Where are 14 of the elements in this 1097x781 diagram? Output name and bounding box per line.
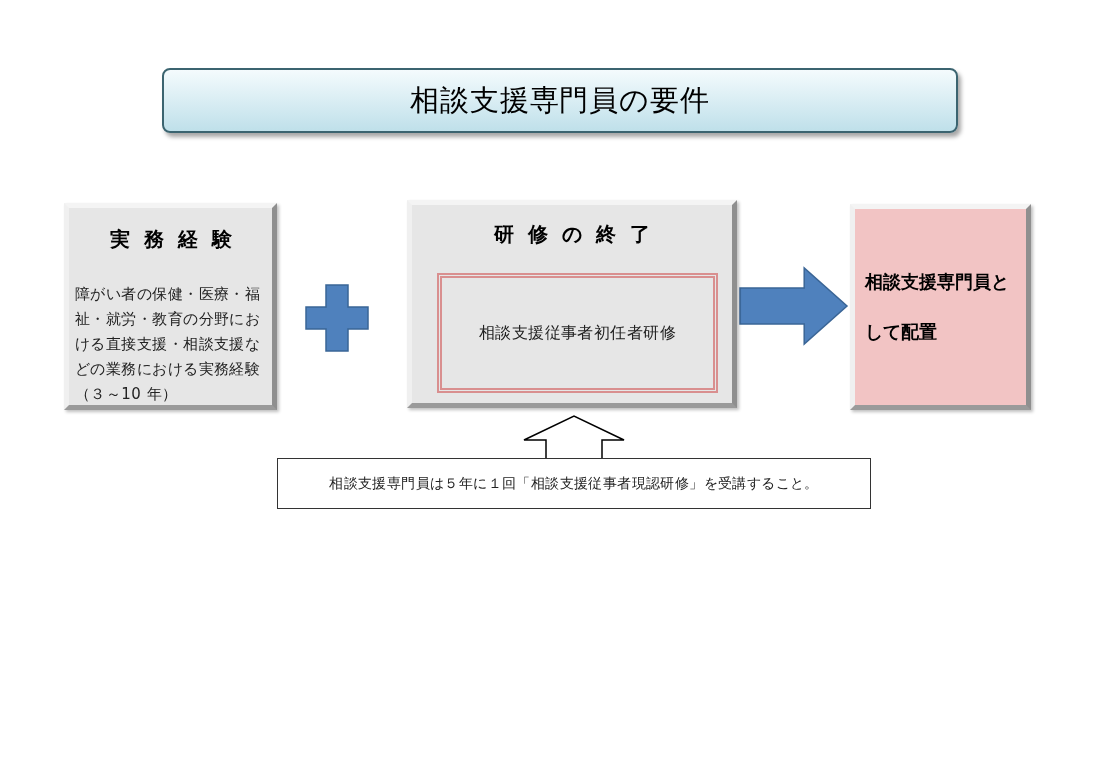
block-arrow [739, 266, 849, 346]
requirement-box [407, 200, 737, 408]
title: 相談支援専門員の要件 [410, 81, 710, 119]
training-box [437, 273, 718, 393]
box-text: 相談支援専門員は５年に１回「相談支援従事者現認研修」を受講すること。 [329, 474, 819, 494]
box-text: 障がい者の保健・医療・福祉・就労・教育の分野における直接支援・相談支援などの業務における実務経験（３～10 年） [74, 284, 262, 405]
result-box [850, 204, 1031, 410]
box-text: 相談支援専門員として配置 [863, 270, 1010, 344]
box-heading: 実務経験 [108, 226, 247, 253]
note-box [277, 458, 871, 509]
requirement-box [64, 203, 277, 410]
block-arrow [523, 415, 625, 459]
box-heading: 研修の終了 [493, 221, 665, 248]
box-text: 相談支援従事者初任者研修 [478, 322, 677, 344]
